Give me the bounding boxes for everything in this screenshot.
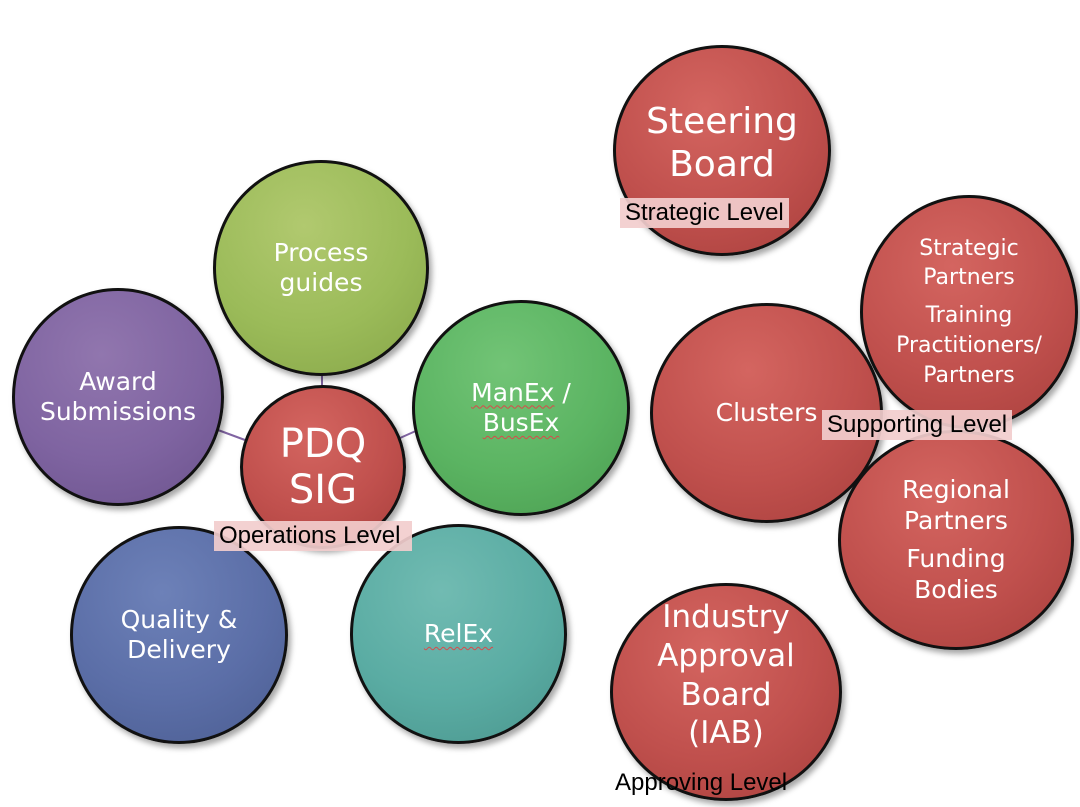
- quality-delivery-line-2: Delivery: [127, 635, 231, 664]
- relex-node: RelEx: [350, 524, 567, 744]
- strategic-partners-line-1: Strategic: [919, 235, 1019, 261]
- steering-board-line-2: Board: [669, 144, 775, 186]
- iab-line-4: (IAB): [688, 715, 764, 752]
- busex-text: BusEx: [482, 408, 560, 437]
- iab-line-2: Approval: [657, 637, 795, 674]
- training-line-1: Training: [925, 303, 1013, 329]
- process-guides-line-2: guides: [279, 268, 363, 297]
- process-guides-node: Process guides: [213, 160, 429, 376]
- clusters-line-1: Clusters: [715, 398, 818, 427]
- strategic-partners-line-2: Partners: [923, 265, 1015, 291]
- quality-delivery-node: Quality & Delivery: [70, 526, 288, 744]
- award-submissions-node: Award Submissions: [12, 288, 224, 506]
- manex-busex-node: ManEx / BusEx: [412, 300, 630, 516]
- connector-hub-award-submissions: [217, 429, 246, 441]
- pdq-sig-line-1: PDQ: [279, 421, 367, 467]
- funding-bodies-line-1: Funding: [906, 544, 1006, 573]
- strategic-level-label: Strategic Level: [620, 198, 789, 228]
- relex-text: RelEx: [423, 618, 494, 648]
- steering-board-node: Steering Board: [613, 45, 831, 256]
- operations-level-label: Operations Level: [214, 521, 413, 551]
- supporting-level-label: Supporting Level: [822, 410, 1013, 440]
- award-submissions-line-1: Award: [79, 366, 157, 396]
- process-guides-line-1: Process: [273, 237, 369, 267]
- pdq-sig-line-2: SIG: [288, 467, 358, 513]
- quality-delivery-line-1: Quality &: [120, 604, 238, 634]
- manex-busex-line-1: ManEx /: [471, 378, 571, 409]
- training-line-2: Practitioners/: [896, 332, 1042, 358]
- approving-level-label: Approving Level: [615, 769, 788, 796]
- iab-line-3: Board: [680, 676, 772, 713]
- regional-partners-node: Regional Partners Funding Bodies: [838, 430, 1074, 650]
- training-line-3: Partners: [923, 362, 1015, 388]
- regional-partners-line-1: Regional: [902, 475, 1010, 504]
- manex-separator: /: [554, 377, 571, 407]
- strategic-partners-node: Strategic Partners Training Practitioner…: [860, 195, 1078, 429]
- steering-board-line-1: Steering: [646, 101, 798, 142]
- iab-line-1: Industry: [662, 599, 790, 635]
- iab-node: Industry Approval Board (IAB): [610, 583, 842, 801]
- award-submissions-line-2: Submissions: [39, 397, 197, 426]
- regional-partners-line-2: Partners: [904, 505, 1008, 535]
- funding-bodies-line-2: Bodies: [914, 574, 998, 604]
- manex-text: ManEx: [471, 377, 555, 407]
